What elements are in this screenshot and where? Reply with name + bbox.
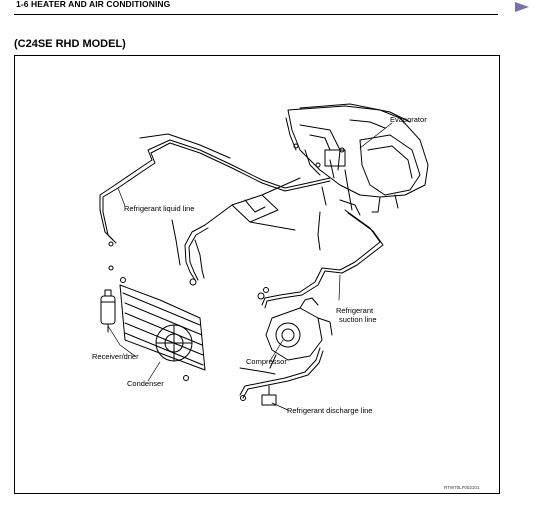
model-title: (C24SE RHD MODEL) <box>14 38 126 50</box>
section-title: 1-6 HEATER AND AIR CONDITIONING <box>16 0 171 9</box>
label-discharge-line: Refrigerant discharge line <box>287 406 373 415</box>
diagram-frame <box>14 55 500 494</box>
header-rule <box>14 0 498 15</box>
label-liquid-line: Refrigerant liquid line <box>124 204 195 213</box>
label-suction-line-line2: suction line <box>339 315 377 324</box>
compressor <box>263 287 333 369</box>
condenser <box>119 277 206 381</box>
leader-lines <box>107 122 393 411</box>
label-suction-line-line1: Refrigerant <box>336 306 374 315</box>
receiver-drier <box>100 241 116 333</box>
label-condenser: Condenser <box>127 379 164 388</box>
suction-line-pipe <box>257 209 384 309</box>
pipe-bracket <box>204 177 301 231</box>
liquid-line-pipe <box>99 133 331 244</box>
label-evaporator: Evaporator <box>390 115 427 124</box>
evaporator-unit <box>285 103 429 216</box>
label-receiver-drier: Receiver/drier <box>92 352 139 361</box>
label-compressor: Compressor <box>246 357 287 366</box>
discharge-line-pipe <box>239 347 324 406</box>
next-page-arrow-icon[interactable] <box>514 1 530 13</box>
lower-pipes <box>171 219 209 286</box>
figure-code: RTW70LF002101 <box>444 485 480 490</box>
